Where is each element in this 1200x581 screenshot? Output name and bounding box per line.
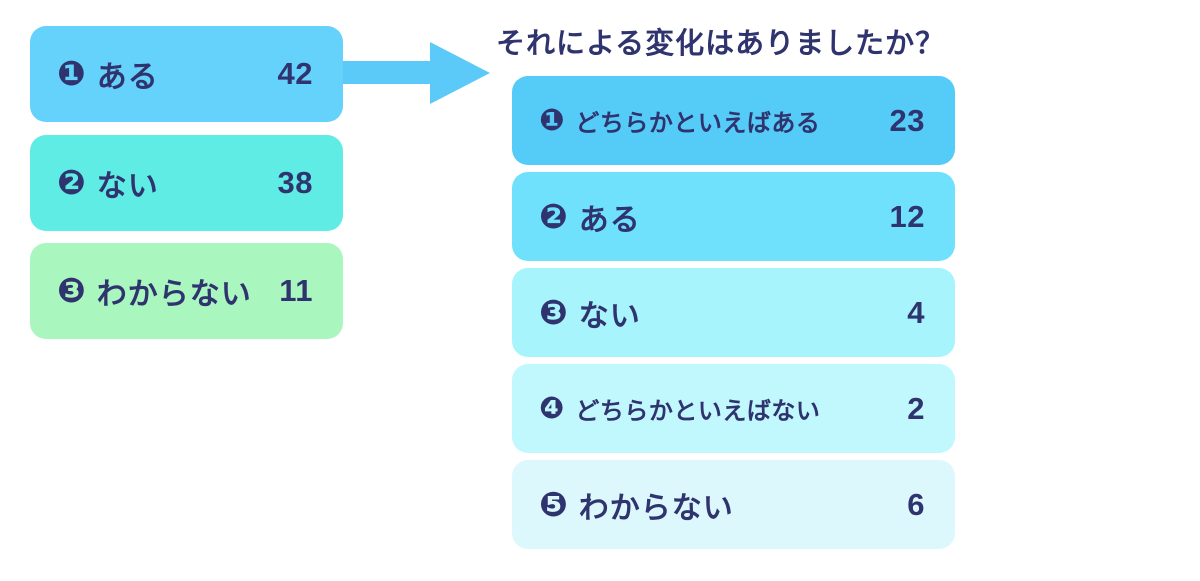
- right-answer-box-dochiraka-aru: ❶ どちらかといえばある 23: [512, 76, 955, 165]
- answer-label: ある: [96, 61, 159, 94]
- answer-label: ない: [578, 299, 641, 333]
- answer-count: 12: [889, 198, 925, 234]
- right-arrow-icon: [343, 42, 490, 104]
- answer-label: どちらかといえばある: [575, 110, 821, 137]
- answer-label: ない: [96, 170, 159, 203]
- circled-number-5-icon: ❺: [539, 485, 568, 524]
- answer-count: 11: [279, 273, 313, 308]
- answer-label: ある: [578, 203, 641, 237]
- right-answer-box-aru: ❷ ある 12: [512, 172, 955, 261]
- followup-question-title: それによる変化はありましたか？: [496, 28, 946, 60]
- answer-label: どちらかといえばない: [575, 398, 821, 425]
- circled-number-3-icon: ❸: [539, 293, 568, 332]
- circled-number-2-icon: ❷: [539, 197, 568, 236]
- answer-label: わからない: [578, 491, 734, 525]
- answer-label: わからない: [96, 278, 252, 311]
- circled-number-2-icon: ❷: [57, 164, 86, 202]
- answer-count: 4: [907, 294, 925, 330]
- right-answer-box-nai: ❸ ない 4: [512, 268, 955, 357]
- answer-count: 2: [907, 390, 925, 426]
- circled-number-1-icon: ❶: [539, 103, 565, 137]
- answer-count: 38: [277, 165, 313, 200]
- circled-number-1-icon: ❶: [57, 55, 86, 93]
- answer-count: 23: [889, 102, 925, 138]
- circled-number-3-icon: ❸: [57, 272, 86, 310]
- answer-count: 42: [277, 56, 313, 91]
- left-answer-box-aru: ❶ ある 42: [30, 26, 343, 122]
- right-answer-box-dochiraka-nai: ❹ どちらかといえばない 2: [512, 364, 955, 453]
- right-answer-box-wakaranai: ❺ わからない 6: [512, 460, 955, 549]
- left-answer-box-wakaranai: ❸ わからない 11: [30, 243, 343, 339]
- answer-count: 6: [907, 486, 925, 522]
- circled-number-4-icon: ❹: [539, 391, 565, 425]
- left-answer-box-nai: ❷ ない 38: [30, 135, 343, 231]
